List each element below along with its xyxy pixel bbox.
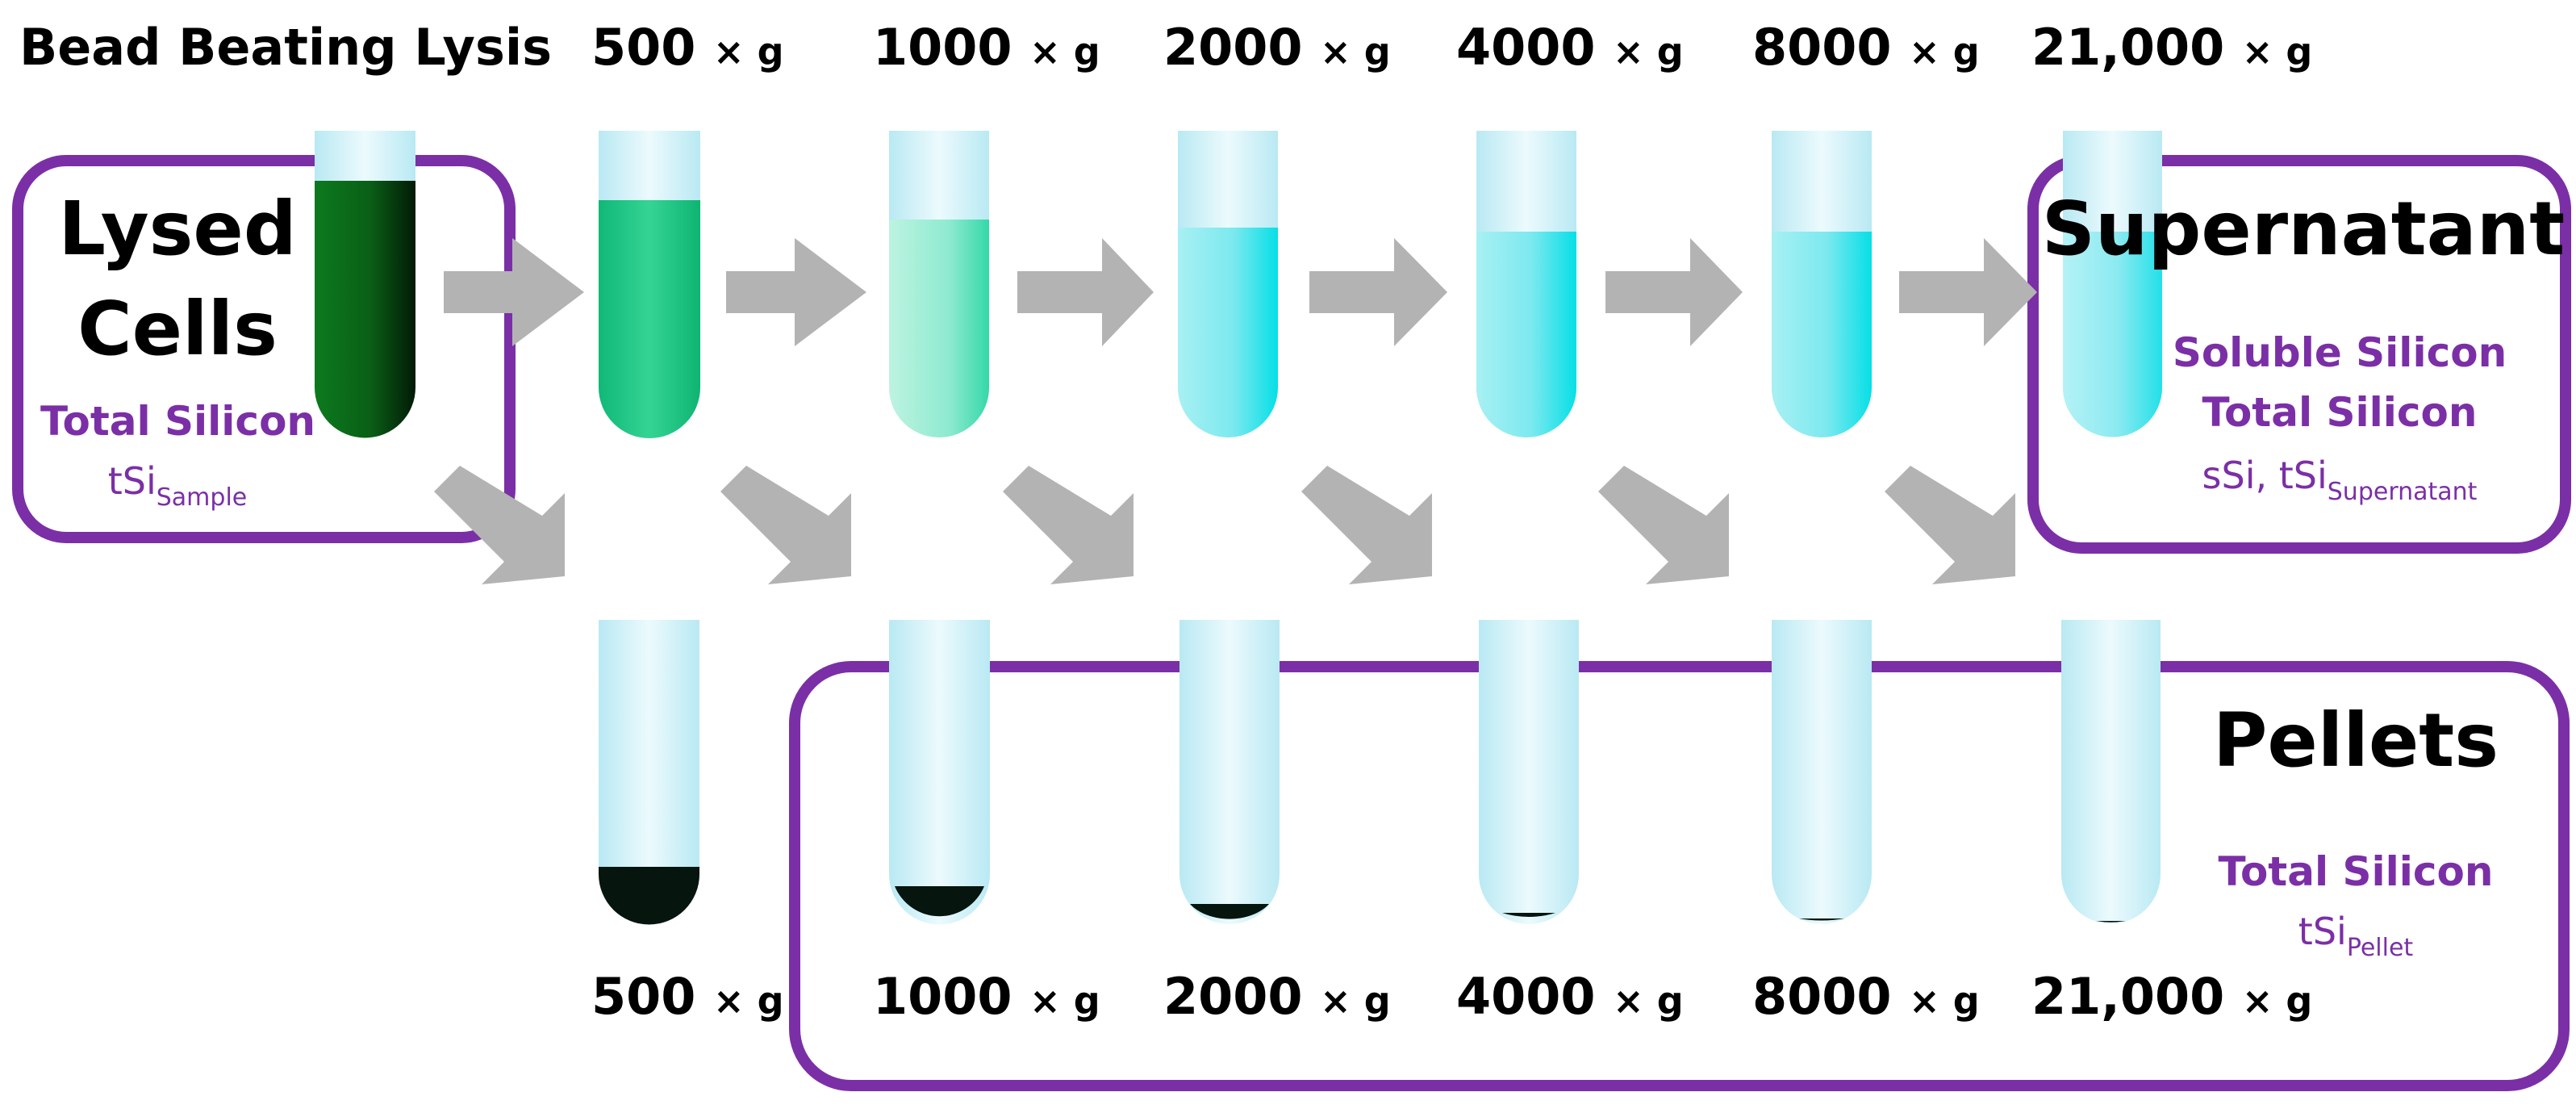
supernatant-tube-500 [599, 131, 700, 438]
bead-beating-lysis-label: Bead Beating Lysis [19, 18, 553, 77]
pellet-tube-500 [599, 620, 699, 925]
pellet-4000 [1502, 913, 1555, 917]
pellet-1000 [895, 886, 984, 917]
footer-speed-4000: 4000 × g [1456, 967, 1684, 1026]
arrow-right-icon [1017, 238, 1154, 346]
supernatant-measure-soluble: Soluble Silicon [2172, 329, 2507, 376]
lysed-cells-measure: Total Silicon [40, 398, 316, 445]
header-speed-1000: 1000 × g [873, 18, 1100, 77]
arrow-right-icon [444, 238, 584, 346]
pellet-arrows [434, 466, 2015, 584]
supernatant-tube-21000 [2063, 131, 2162, 437]
arrow-down-right-icon [1885, 466, 2015, 584]
supernatant-frame [2027, 155, 2571, 554]
arrow-down-right-icon [1301, 466, 1432, 584]
pellet-tube-2000 [1179, 620, 1280, 924]
header-speed-8000: 8000 × g [1752, 18, 1980, 77]
header-speed-500: 500 × g [591, 18, 784, 77]
pellet-21000 [2096, 921, 2126, 923]
lysed-cells-frame [12, 155, 516, 543]
pellets-frame [789, 661, 2570, 1091]
arrow-down-right-icon [1003, 466, 1134, 584]
arrow-down-right-icon [1598, 466, 1729, 584]
arrow-right-icon [1899, 238, 2037, 346]
pellets-abbreviation: tSiPellet [2298, 910, 2414, 962]
footer-speed-8000: 8000 × g [1752, 967, 1980, 1026]
supernatant-tube-1000 [889, 131, 989, 437]
arrow-right-icon [726, 238, 866, 346]
pellets-title: Pellets [2212, 697, 2499, 784]
supernatant-abbreviation: sSi, tSiSupernatant [2202, 454, 2478, 506]
header-speed-2000: 2000 × g [1163, 18, 1391, 77]
lysed-cells-title-line2: Cells [77, 286, 278, 372]
footer-speed-500: 500 × g [591, 967, 784, 1026]
lysed-cells-title-line1: Lysed [58, 186, 297, 272]
pellet-8000 [1799, 918, 1844, 921]
pellet-tube-8000 [1772, 620, 1872, 924]
pellet-500 [599, 867, 699, 925]
supernatant-measure-total: Total Silicon [2202, 389, 2478, 436]
arrow-down-right-icon [434, 466, 565, 584]
pellet-tube-21000 [2061, 620, 2161, 924]
lysate-liquid [315, 181, 416, 438]
arrow-right-icon [1605, 238, 1743, 346]
pellets-measure: Total Silicon [2218, 848, 2494, 895]
footer-speed-2000: 2000 × g [1163, 967, 1391, 1026]
header-speed-21000: 21,000 × g [2031, 18, 2313, 77]
supernatant-title: Supernatant [2041, 186, 2566, 272]
supernatant-tube-2000 [1178, 131, 1278, 437]
supernatant-transfer-arrows [444, 238, 2037, 346]
footer-speed-1000: 1000 × g [873, 967, 1100, 1026]
pellet-2000 [1190, 904, 1269, 919]
footer-speed-21000: 21,000 × g [2031, 967, 2313, 1026]
header-speed-4000: 4000 × g [1456, 18, 1684, 77]
pellet-tube-1000 [889, 620, 990, 925]
supernatant-tube-8000 [1772, 131, 1872, 437]
lysate-tube [315, 131, 416, 438]
arrow-right-icon [1309, 238, 1447, 346]
supernatant-tube-4000 [1476, 131, 1576, 437]
lysed-cells-abbreviation: tSiSample [107, 459, 248, 512]
pellet-tube-4000 [1479, 620, 1579, 924]
arrow-down-right-icon [720, 466, 851, 584]
